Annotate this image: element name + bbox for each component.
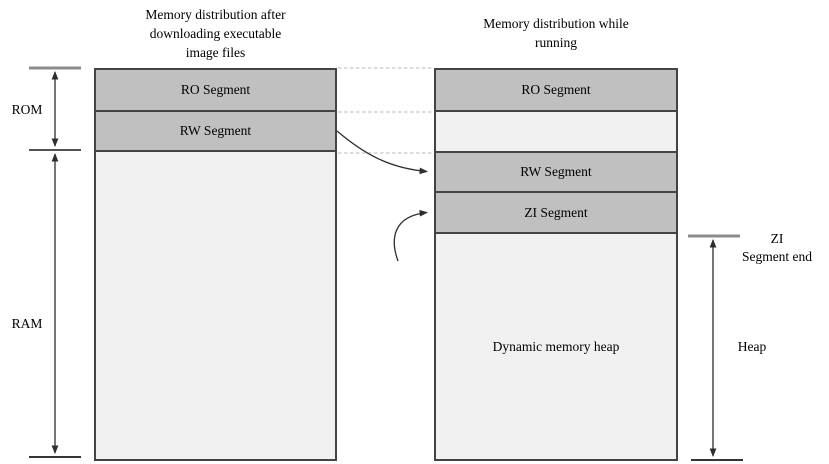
heap-label: Heap	[737, 339, 767, 354]
left-ro-segment: RO Segment	[96, 70, 335, 112]
right-title-line-1: Memory distribution while	[483, 16, 629, 31]
rom-label: ROM	[11, 102, 43, 117]
left-title-line-1: Memory distribution after	[145, 7, 286, 22]
right-rw-segment-label: RW Segment	[520, 164, 592, 179]
left-rw-segment: RW Segment	[96, 112, 335, 152]
left-title-line-2: downloading executable	[149, 26, 282, 41]
zi-segment-end-label: ZI Segment end	[717, 230, 829, 266]
right-zi-segment-label: ZI Segment	[524, 204, 588, 220]
right-rom-ram-gap	[436, 112, 676, 153]
zi-segment-end-line-2: Segment end	[741, 249, 813, 264]
right-ro-segment: RO Segment	[436, 70, 676, 112]
rw-relocation-arrow	[336, 130, 428, 175]
zi-segment-end-line-1: ZI	[770, 231, 784, 246]
right-rw-segment: RW Segment	[436, 153, 676, 193]
ram-label: RAM	[11, 316, 43, 331]
left-rw-segment-label: RW Segment	[179, 123, 252, 138]
left-memory-box: RO Segment RW Segment	[94, 68, 337, 461]
dynamic-memory-heap-area: Dynamic memory heap	[436, 234, 676, 459]
right-title-line-2: running	[535, 35, 577, 50]
left-empty-ram-area	[96, 152, 335, 459]
zi-relocation-arrow	[393, 209, 428, 262]
right-column-title: Memory distribution while running	[434, 14, 678, 52]
left-ro-segment-label: RO Segment	[180, 82, 251, 97]
left-column-title: Memory distribution after downloading ex…	[94, 5, 337, 62]
right-memory-box: RO Segment RW Segment ZI Segment Dynamic…	[434, 68, 678, 461]
left-title-line-3: image files	[185, 45, 246, 60]
right-ro-segment-label: RO Segment	[521, 82, 591, 97]
dynamic-memory-heap-label: Dynamic memory heap	[492, 338, 620, 354]
right-zi-segment: ZI Segment	[436, 193, 676, 234]
